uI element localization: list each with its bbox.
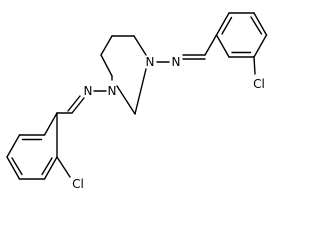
- lower-benzene-ring: [6, 112, 58, 180]
- atom-n-left-ring: N: [108, 84, 117, 98]
- bond-n-to-ch-lower-double: [67, 95, 81, 112]
- structure-canvas: N N Cl N N Cl: [6, 12, 268, 191]
- bond: [6, 156, 21, 180]
- bond-inner: [250, 16, 263, 35]
- bond-ring-to-cl-upper: [253, 56, 256, 75]
- bond: [43, 156, 58, 180]
- bonds: [6, 12, 268, 180]
- atom-cl-right: Cl: [253, 77, 265, 91]
- atom-n-right-ring: N: [146, 55, 155, 69]
- upper-benzene-ring: [215, 12, 268, 58]
- bond-inner: [221, 16, 233, 35]
- bond: [215, 34, 230, 58]
- bond: [215, 12, 230, 36]
- atom-n-left-imine: N: [84, 84, 93, 98]
- bond: [253, 12, 268, 36]
- bond-inner: [41, 157, 53, 176]
- atom-labels: N N Cl N N Cl: [72, 55, 265, 191]
- bond: [100, 35, 113, 56]
- atom-n-right-imine: N: [172, 55, 181, 69]
- bond: [100, 54, 113, 77]
- piperazine-ring: [100, 35, 147, 115]
- bond: [253, 34, 268, 58]
- bond: [116, 85, 136, 115]
- bond: [134, 68, 147, 115]
- atom-cl-left: Cl: [72, 177, 84, 191]
- bond: [43, 112, 58, 136]
- bond-n-to-ch-lower: [71, 97, 85, 114]
- bond: [6, 134, 21, 158]
- bond-ring-to-cl-lower: [56, 156, 71, 178]
- molecule-drawing: N N Cl N N Cl: [6, 12, 268, 191]
- bond-ring-to-ch-upper: [204, 34, 218, 56]
- bond-inner: [11, 157, 23, 176]
- bond: [133, 35, 147, 56]
